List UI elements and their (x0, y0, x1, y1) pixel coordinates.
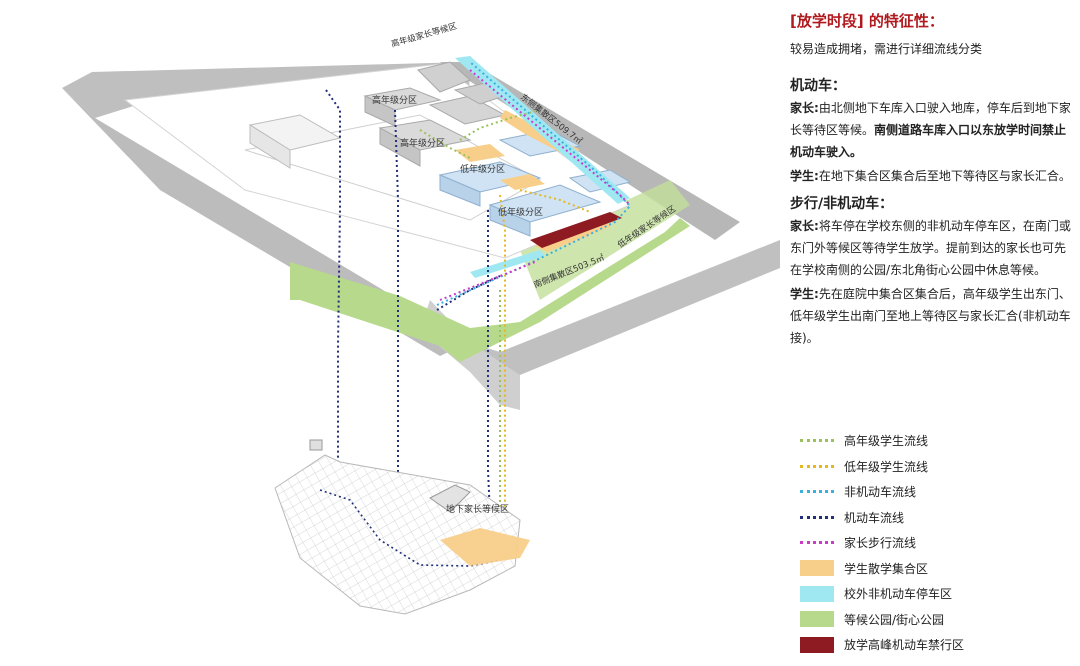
motor-student-label: 学生: (790, 169, 819, 183)
legend-label: 低年级学生流线 (844, 458, 928, 475)
vehicle-flow-line-4 (437, 276, 500, 310)
walk-heading: 步行/非机动车： (790, 193, 1075, 213)
legend-swatch-line (800, 490, 834, 493)
legend-item: 机动车流线 (800, 505, 1070, 531)
label-low-zone-2: 低年级分区 (498, 206, 543, 218)
legend-label: 学生散学集合区 (844, 560, 928, 577)
legend-label: 机动车流线 (844, 509, 904, 526)
legend-item: 家长步行流线 (800, 530, 1070, 556)
legend-item: 学生散学集合区 (800, 556, 1070, 582)
legend-item: 高年级学生流线 (800, 428, 1070, 454)
legend-swatch-box (800, 560, 834, 576)
parking-ramp (310, 440, 322, 450)
legend-swatch-line (800, 541, 834, 544)
legend-item: 低年级学生流线 (800, 454, 1070, 480)
walk-student-label: 学生: (790, 287, 819, 301)
legend-swatch-line (800, 465, 834, 468)
legend-swatch-box (800, 586, 834, 602)
motor-heading: 机动车： (790, 75, 1075, 95)
legend-label: 校外非机动车停车区 (844, 585, 952, 602)
legend-swatch-line (800, 439, 834, 442)
label-underground-wait: 地下家长等候区 (446, 503, 509, 515)
legend-label: 放学高峰机动车禁行区 (844, 636, 964, 653)
legend-swatch-box (800, 637, 834, 653)
legend-label: 高年级学生流线 (844, 432, 928, 449)
legend-swatch-box (800, 611, 834, 627)
legend-swatch-line (800, 516, 834, 519)
panel-title: [放学时段] 的特征性： (790, 10, 1075, 31)
site-ground (125, 64, 630, 258)
legend-item: 等候公园/街心公园 (800, 607, 1070, 633)
legend-item: 非机动车流线 (800, 479, 1070, 505)
motor-student-paragraph: 学生:在地下集合区集合后至地下等待区与家长汇合。 (790, 165, 1075, 187)
panel-subtitle: 较易造成拥堵，需进行详细流线分类 (790, 40, 1075, 57)
label-high-zone-2: 高年级分区 (400, 137, 445, 149)
walk-parent-paragraph: 家长:将车停在学校东侧的非机动车停车区，在南门或东门外等候区等待学生放学。提前到… (790, 215, 1075, 281)
legend-label: 非机动车流线 (844, 483, 916, 500)
motor-parent-label: 家长: (790, 101, 819, 115)
legend-item: 校外非机动车停车区 (800, 581, 1070, 607)
label-high-zone-1: 高年级分区 (372, 94, 417, 106)
underground-parking-level (275, 440, 530, 614)
site-axonometric-diagram: 高年级家长等候区 高年级分区 高年级分区 低年级分区 低年级分区 东侧集散区50… (0, 0, 780, 666)
legend-label: 家长步行流线 (844, 534, 916, 551)
walk-student-text: 先在庭院中集合区集合后，高年级学生出东门、低年级学生出南门至地上等待区与家长汇合… (790, 287, 1071, 345)
legend-label: 等候公园/街心公园 (844, 611, 944, 628)
walk-student-paragraph: 学生:先在庭院中集合区集合后，高年级学生出东门、低年级学生出南门至地上等待区与家… (790, 283, 1075, 349)
legend: 高年级学生流线 低年级学生流线 非机动车流线 机动车流线 家长步行流线 学生散学… (800, 428, 1070, 658)
label-high-parent-wait: 高年级家长等候区 (390, 20, 459, 49)
legend-item: 放学高峰机动车禁行区 (800, 632, 1070, 658)
label-low-zone-1: 低年级分区 (460, 163, 505, 175)
walk-parent-label: 家长: (790, 219, 819, 233)
description-panel: [放学时段] 的特征性： 较易造成拥堵，需进行详细流线分类 机动车： 家长:由北… (790, 8, 1075, 349)
motor-parent-paragraph: 家长:由北侧地下车库入口驶入地库，停车后到地下家长等待区等候。南侧道路车库入口以… (790, 97, 1075, 163)
motor-student-text: 在地下集合区集合后至地下等待区与家长汇合。 (819, 169, 1071, 183)
walk-parent-text: 将车停在学校东侧的非机动车停车区，在南门或东门外等候区等待学生放学。提前到达的家… (790, 219, 1071, 277)
